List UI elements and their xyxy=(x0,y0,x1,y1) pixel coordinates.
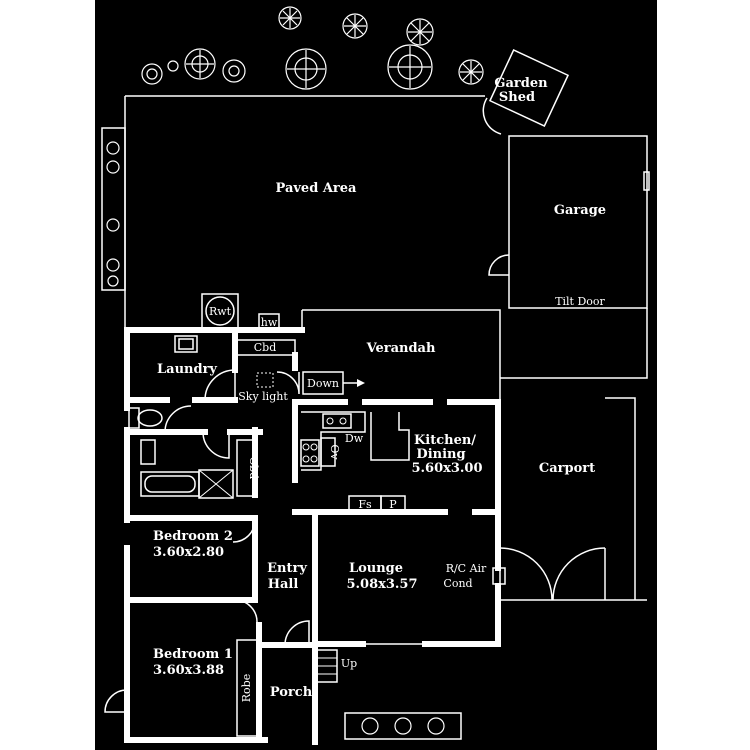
kitchen-dims: 5.60x3.00 xyxy=(411,461,482,476)
garage-label: Garage xyxy=(554,203,606,218)
paved-area: Paved Area xyxy=(124,95,485,330)
cbd-side-label: Cbd xyxy=(247,457,260,480)
tree-icon xyxy=(278,6,302,30)
bedroom1-dims: 3.60x3.88 xyxy=(153,663,224,678)
tree-icon xyxy=(167,60,179,72)
laundry-label: Laundry xyxy=(157,362,217,377)
verandah-label: Verandah xyxy=(366,341,436,356)
hw-label: hw xyxy=(261,316,278,329)
aircon-label-1: R/C Air xyxy=(446,562,487,575)
p-label: P xyxy=(389,498,397,511)
lounge-dims: 5.08x3.57 xyxy=(346,577,417,592)
entry-hall: Entry Hall xyxy=(234,561,310,646)
tree-icon xyxy=(141,63,163,85)
arrow-right-icon xyxy=(357,379,365,387)
bedroom2-dims: 3.60x2.80 xyxy=(153,545,224,560)
garage: Garage Tilt Door xyxy=(488,135,650,309)
entry-label-2: Hall xyxy=(268,577,299,592)
porch-label: Porch xyxy=(270,685,313,700)
carport: Carport xyxy=(499,308,648,601)
bedroom2-label: Bedroom 2 xyxy=(153,529,233,544)
tree-icon xyxy=(387,44,433,90)
tilt-door-label: Tilt Door xyxy=(555,295,605,308)
garden-shed-label-2: Shed xyxy=(499,90,535,105)
garden-shed-label-1: Garden xyxy=(494,76,548,91)
kitchen-label-2: Dining xyxy=(416,447,465,462)
tree-icon xyxy=(406,18,434,46)
tree-icon xyxy=(285,48,327,90)
down-label: Down xyxy=(307,377,339,390)
kitchen: Dw Ov Kitchen/ Dining 5.60x3.00 Fs P xyxy=(300,411,483,513)
garden-bed-front xyxy=(344,712,462,740)
trees-top xyxy=(141,6,484,90)
tree-icon xyxy=(184,48,216,80)
kitchen-label-1: Kitchen/ xyxy=(414,433,476,448)
down-stairs: Down xyxy=(276,371,365,395)
cbd-top-label: Cbd xyxy=(254,341,277,354)
toilet xyxy=(128,405,192,433)
sky-light: Sky light xyxy=(238,372,288,403)
paved-area-label: Paved Area xyxy=(276,181,357,196)
tree-icon xyxy=(342,13,368,39)
floor-plan-drawing: Paved Area Garden Shed Garage Tilt Door … xyxy=(101,6,650,745)
dw-label: Dw xyxy=(345,432,364,445)
bedroom-1: Bedroom 1 3.60x3.88 Robe xyxy=(104,639,258,737)
verandah: Verandah xyxy=(301,309,501,378)
fs-label: Fs xyxy=(358,498,372,511)
aircon-label-2: Cond xyxy=(443,577,472,590)
lounge-label: Lounge xyxy=(349,561,403,576)
bathroom: Cbd xyxy=(140,431,260,499)
garden-bed-left xyxy=(101,127,126,291)
rainwater-tank: Rwt xyxy=(201,293,239,329)
garden-shed: Garden Shed xyxy=(482,48,570,135)
carport-label: Carport xyxy=(539,461,595,476)
sky-light-label: Sky light xyxy=(238,390,288,403)
tree-icon xyxy=(458,59,484,85)
robe-label: Robe xyxy=(240,674,253,702)
floor-plan: Paved Area Garden Shed Garage Tilt Door … xyxy=(95,0,657,750)
up-label: Up xyxy=(341,657,357,670)
entry-label-1: Entry xyxy=(267,561,307,576)
lounge: Lounge 5.08x3.57 R/C Air Cond xyxy=(346,561,506,645)
ov-label: Ov xyxy=(328,444,341,460)
tree-icon xyxy=(222,59,246,83)
laundry: Laundry xyxy=(157,335,236,401)
porch: Porch Up xyxy=(270,649,357,700)
rwt-label: Rwt xyxy=(209,305,232,318)
house-walls xyxy=(124,327,501,745)
bedroom-2: Bedroom 2 3.60x2.80 xyxy=(153,519,256,560)
bedroom1-label: Bedroom 1 xyxy=(153,647,233,662)
